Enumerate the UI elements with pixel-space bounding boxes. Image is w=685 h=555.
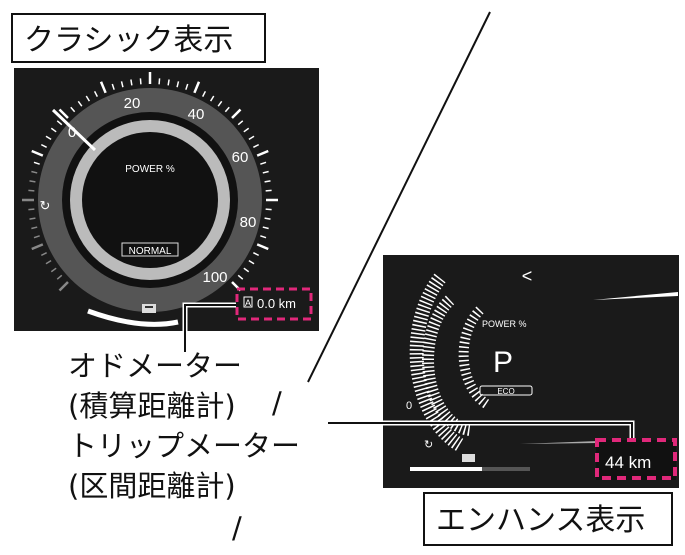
gauge-tick	[231, 108, 242, 119]
gauge-label-80: 80	[240, 214, 257, 231]
gauge-label-60: 60	[232, 149, 249, 166]
gauge-label-20: 20	[124, 95, 141, 112]
odometer-label: オドメーター	[68, 349, 242, 383]
slash-1: /	[272, 386, 282, 420]
gauge-tick	[237, 120, 244, 126]
gauge-tick	[237, 274, 244, 280]
gauge-tick	[193, 81, 201, 94]
gauge-tick	[40, 143, 47, 149]
odometer-callout-line	[184, 304, 236, 352]
gauge-label-0: 0	[68, 124, 76, 141]
gauge-tick	[58, 108, 69, 119]
gauge-tick	[201, 90, 207, 97]
gauge-tick	[70, 106, 76, 113]
gauge-tick	[31, 243, 44, 251]
chevron-left-icon[interactable]: <	[522, 266, 533, 286]
gauge-tick	[33, 161, 40, 165]
gauge-tick	[120, 81, 124, 88]
gauge-tick	[31, 170, 38, 174]
slash-2: /	[232, 511, 242, 545]
battery-icon	[462, 454, 475, 462]
gauge-tick	[93, 90, 99, 97]
regen-icon: ↻	[424, 439, 433, 451]
gauge-tick	[176, 81, 180, 88]
gauge-tick	[130, 79, 133, 86]
gauge-tick	[260, 235, 267, 239]
gauge-tick	[50, 267, 57, 273]
gauge-tick	[40, 251, 47, 257]
odometer-icon: A	[245, 298, 251, 308]
gauge-tick	[31, 226, 38, 230]
gauge-needle	[51, 108, 97, 152]
trip-highlight	[595, 438, 677, 480]
gauge-tick	[111, 83, 115, 90]
gauge-tick	[253, 143, 260, 149]
gauge-tick	[253, 251, 260, 257]
trip-value: 44 km	[605, 453, 651, 472]
gauge-tick	[85, 95, 91, 102]
gauge-tick	[185, 83, 189, 90]
odometer-value: 0.0 km	[257, 296, 296, 311]
classic-title-box	[11, 13, 266, 63]
gauge-tick	[243, 267, 250, 273]
gauge-tick	[217, 100, 223, 107]
gauge-tick	[99, 81, 107, 94]
enhance-power-label: POWER %	[482, 319, 527, 329]
mode-label: NORMAL	[129, 246, 172, 257]
power-label: POWER %	[125, 164, 175, 175]
trip-callout-line	[328, 422, 633, 440]
gauge-label-40: 40	[188, 106, 205, 123]
gauge-tick	[167, 79, 170, 86]
gauge-tick	[209, 95, 215, 102]
road-line	[593, 292, 678, 300]
gauge-tick	[264, 180, 271, 183]
regen-icon: ↻	[40, 198, 51, 213]
gauge-tick	[58, 281, 69, 292]
eco-badge	[479, 385, 533, 396]
gauge-tick	[77, 100, 83, 107]
gauge-label-100: 100	[202, 269, 227, 286]
gauge-tick	[50, 127, 57, 133]
mode-badge	[121, 242, 179, 257]
gauge-tick	[262, 170, 269, 174]
battery-bar-fill	[410, 467, 482, 471]
enhance-title: エンハンス表示	[436, 503, 645, 538]
battery-icon	[142, 304, 156, 313]
gauge-tick	[33, 235, 40, 239]
gauge-tick	[56, 274, 63, 280]
eco-label: ECO	[497, 387, 514, 396]
gear-indicator: P	[493, 346, 513, 379]
odometer-sub-label: (積算距離計)	[68, 389, 236, 423]
gauge-tick	[256, 149, 269, 157]
gauge-tick	[248, 259, 255, 265]
enhance-title-box	[423, 492, 673, 546]
battery-gauge	[87, 308, 179, 327]
zero-label: 0	[406, 400, 412, 412]
classic-title: クラシック表示	[24, 23, 233, 58]
gauge-tick	[29, 180, 36, 183]
gauge-tick	[56, 120, 63, 126]
gauge-tick	[31, 149, 44, 157]
gauge-tick	[260, 161, 267, 165]
trip-display: 44 km	[595, 438, 677, 480]
gauge-tick	[256, 243, 269, 251]
gauge-tick	[248, 135, 255, 141]
classic-display: 0 20 40 60 80 100 POWER % NORMAL ↻ A 0.0…	[14, 68, 319, 331]
trip-label: トリップメーター	[68, 429, 300, 463]
trip-sub-label: (区間距離計)	[68, 469, 236, 503]
odometer-icon-box	[243, 296, 253, 308]
separator-line	[307, 11, 491, 383]
gauge-tick	[45, 259, 52, 265]
gauge-tick	[29, 217, 36, 220]
gauge-tick	[45, 135, 52, 141]
gauge-tick	[243, 127, 250, 133]
gauge-tick	[264, 217, 271, 220]
gauge-tick	[224, 106, 230, 113]
gauge-tick	[262, 226, 269, 230]
